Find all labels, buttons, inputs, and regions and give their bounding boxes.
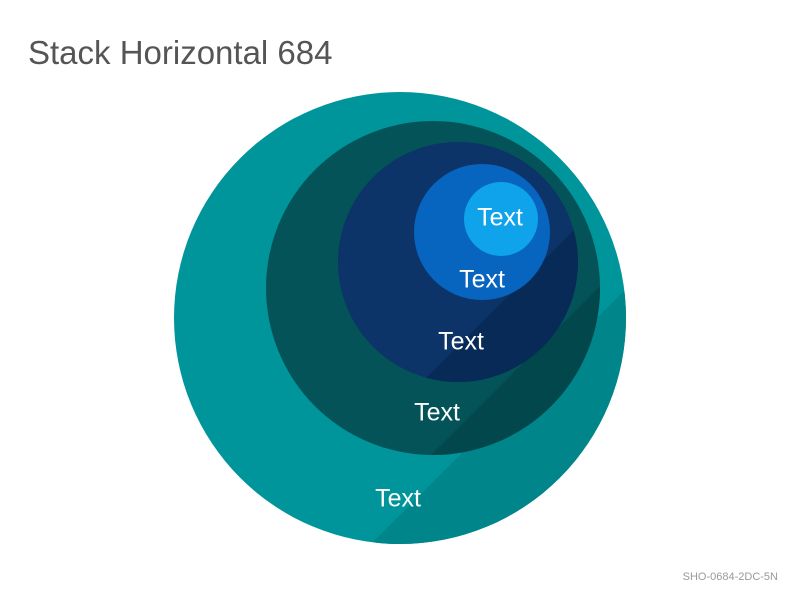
slide-code: SHO-0684-2DC-5N: [682, 571, 778, 583]
circle-5-body: [464, 182, 538, 256]
circle-4-label: Text: [459, 266, 505, 294]
circle-3-label: Text: [438, 328, 484, 356]
circle-level-5: [464, 182, 538, 256]
page-title: Stack Horizontal 684: [28, 34, 333, 71]
circle-2-label: Text: [414, 399, 460, 427]
circle-1-label: Text: [375, 485, 421, 513]
circle-5-label: Text: [477, 204, 523, 232]
